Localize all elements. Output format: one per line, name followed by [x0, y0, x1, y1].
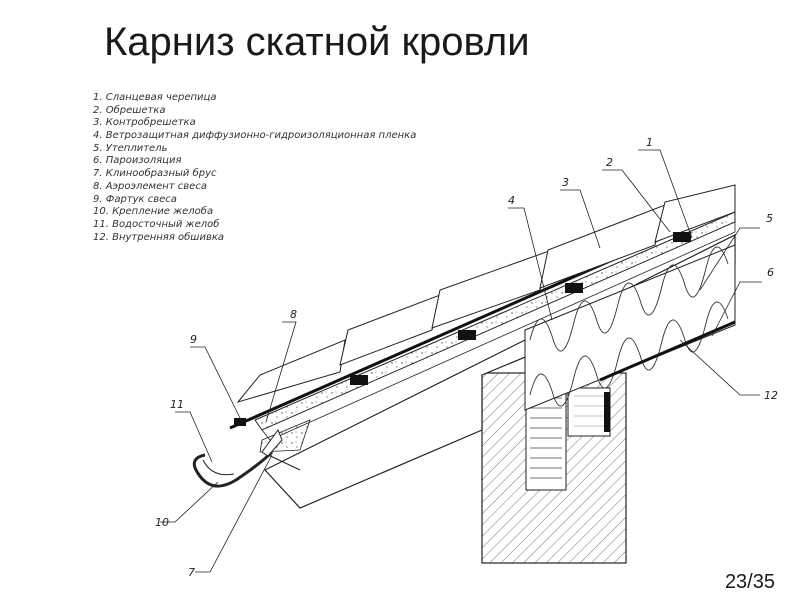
callout-4: 4	[508, 194, 515, 207]
legend-list: 1. Сланцевая черепица 2. Обрешетка 3. Ко…	[93, 92, 416, 244]
callout-11: 11	[170, 398, 184, 411]
legend-item: 3. Контробрешетка	[93, 117, 196, 129]
legend-item: 2. Обрешетка	[93, 104, 166, 116]
legend-item: 9. Фартук свеса	[93, 193, 177, 205]
slide-title: Карниз скатной кровли	[104, 20, 530, 64]
callout-10: 10	[155, 516, 169, 529]
callout-12: 12	[764, 389, 778, 402]
callout-6: 6	[767, 266, 774, 279]
wall	[481, 372, 627, 564]
callout-8: 8	[290, 308, 297, 321]
callout-3: 3	[562, 176, 569, 189]
page-counter: 23/35	[724, 571, 775, 593]
legend-item: 11. Водосточный желоб	[93, 218, 220, 230]
legend-item: 6. Пароизоляция	[93, 155, 182, 167]
legend-item: 7. Клинообразный брус	[93, 168, 217, 180]
legend-item: 12. Внутренняя обшивка	[93, 231, 225, 243]
slate-tiles	[229, 184, 736, 430]
callout-9: 9	[190, 333, 197, 346]
legend-item: 5. Утеплитель	[93, 142, 168, 154]
legend-item: 8. Аэроэлемент свеса	[93, 180, 207, 192]
callout-5: 5	[766, 212, 773, 225]
leader-lines	[160, 149, 762, 573]
legend-item: 4. Ветрозащитная диффузионно-гидроизоляц…	[93, 130, 417, 142]
callout-7: 7	[188, 566, 195, 579]
callout-labels: 1 2 3 4 5 6 7 8 9 10 11 12	[155, 136, 778, 579]
gutter	[192, 428, 283, 488]
legend-item: 1. Сланцевая черепица	[93, 92, 217, 103]
counter-batten-band	[254, 211, 736, 471]
callout-1: 1	[646, 136, 653, 149]
callout-2: 2	[606, 156, 613, 169]
insulation-layer	[524, 244, 736, 411]
legend-item: 10. Крепление желоба	[93, 206, 214, 218]
